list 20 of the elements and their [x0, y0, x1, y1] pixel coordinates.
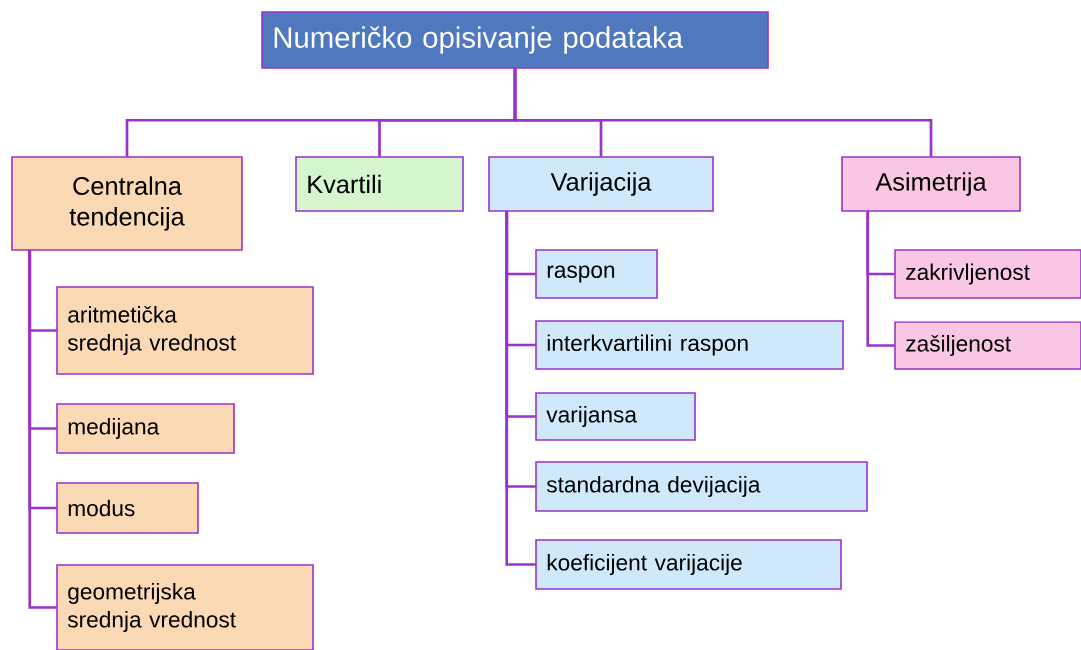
- item-box: zašiljenost: [894, 321, 1081, 370]
- connector-line: [513, 68, 933, 157]
- connector-line: [866, 211, 895, 347]
- category-box: Varijacija: [488, 156, 714, 212]
- item-box: geometrijska srednja vrednost: [56, 564, 314, 650]
- connector-line: [28, 250, 57, 609]
- item-box: koeficijent varijacije: [535, 539, 842, 590]
- category-box: Centralna tendencija: [11, 156, 243, 251]
- item-box: zakrivljenost: [894, 249, 1081, 299]
- item-box: raspon: [535, 249, 658, 299]
- item-box: aritmetička srednja vrednost: [56, 286, 314, 375]
- title-box: Numeričko opisivanje podataka: [261, 11, 769, 69]
- item-box: interkvartilini raspon: [535, 320, 844, 370]
- connector-line: [505, 211, 536, 566]
- item-box: modus: [56, 482, 199, 534]
- item-box: medijana: [56, 403, 235, 454]
- category-box: Kvartili: [295, 156, 464, 212]
- item-box: varijansa: [535, 392, 696, 441]
- category-box: Asimetrija: [841, 156, 1021, 212]
- item-box: standardna devijacija: [535, 461, 868, 512]
